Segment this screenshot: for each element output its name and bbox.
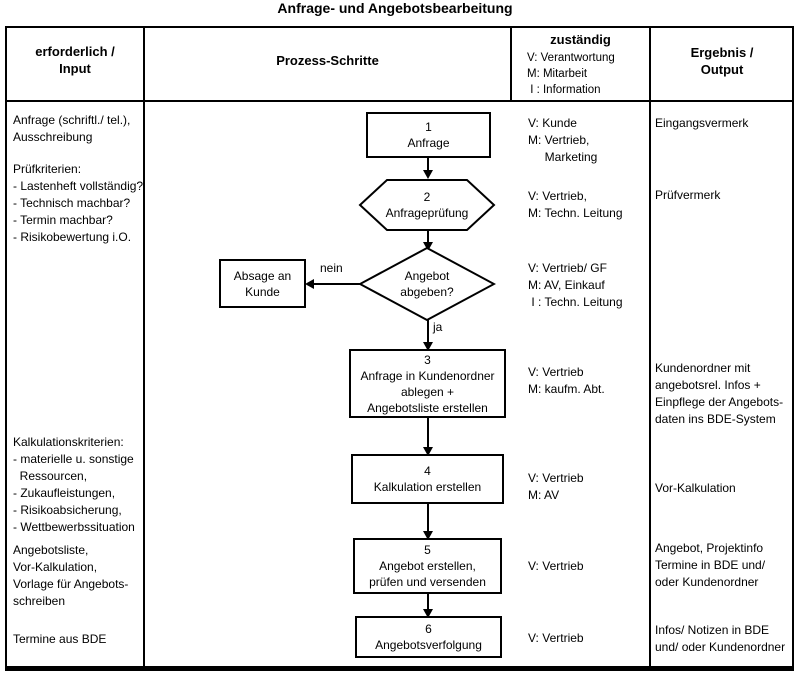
input-note-anfrage: Anfrage (schriftl./ tel.), Ausschreibung bbox=[13, 113, 131, 144]
step-label: Anfrageprüfung bbox=[385, 206, 469, 220]
arrow-down-2-head bbox=[423, 242, 433, 251]
header-output-column: Ergebnis / Output bbox=[690, 45, 754, 77]
input-note-pruefkriterien: Prüfkriterien: - Lastenheft vollständig?… bbox=[13, 162, 144, 244]
arrow-down-5-line bbox=[427, 503, 429, 532]
responsible-step-4: V: Vertrieb M: AV bbox=[528, 471, 584, 502]
output-step-5: Angebot, Projektinfo Termine in BDE und/… bbox=[655, 541, 766, 589]
arrow-down-1-head bbox=[423, 170, 433, 179]
header-responsible-column: zuständig bbox=[550, 32, 611, 47]
column-divider-output bbox=[649, 26, 651, 666]
branch-label-ja: ja bbox=[433, 320, 443, 334]
responsible-step-3: V: Vertrieb M: kaufm. Abt. bbox=[528, 365, 605, 396]
step-label: Angebotsverfolgung bbox=[375, 638, 482, 652]
arrow-down-4-line bbox=[427, 417, 429, 448]
output-step-2: Prüfvermerk bbox=[655, 188, 721, 202]
arrow-down-2-line bbox=[427, 229, 429, 243]
step-number: 3 bbox=[424, 352, 431, 367]
step-number: 4 bbox=[424, 464, 431, 478]
reject-box: Absage an Kunde bbox=[219, 259, 306, 308]
header-divider bbox=[5, 100, 794, 102]
column-divider-responsible-header bbox=[510, 26, 512, 102]
flow-step-5-box: 5 Angebot erstellen, prüfen und versende… bbox=[353, 538, 502, 594]
flow-step-1-box: 1 Anfrage bbox=[366, 112, 491, 158]
arrow-down-4-head bbox=[423, 447, 433, 456]
flow-step-2-text: 2 Anfrageprüfung bbox=[358, 179, 496, 231]
step-label: Anfrage bbox=[407, 136, 450, 150]
arrow-down-5-head bbox=[423, 531, 433, 540]
input-note-termine: Termine aus BDE bbox=[13, 632, 107, 646]
output-step-6: Infos/ Notizen in BDE und/ oder Kundenor… bbox=[655, 623, 786, 654]
arrow-down-3-head bbox=[423, 342, 433, 351]
step-number: 6 bbox=[425, 622, 432, 636]
responsible-decision: V: Vertrieb/ GF M: AV, Einkauf I : Techn… bbox=[528, 261, 623, 309]
flow-step-2-hexagon bbox=[358, 179, 496, 231]
arrow-nein-head bbox=[305, 279, 314, 289]
input-note-angebotsliste: Angebotsliste, Vor-Kalkulation, Vorlage … bbox=[13, 543, 129, 608]
step-label: Angebot erstellen, prüfen und versenden bbox=[369, 559, 486, 589]
header-input-column: erforderlich / Input bbox=[35, 44, 115, 76]
branch-label-nein: nein bbox=[320, 261, 343, 275]
responsible-step-6: V: Vertrieb bbox=[528, 631, 584, 645]
arrow-down-3-line bbox=[427, 319, 429, 343]
output-step-3: Kundenordner mit angebotsrel. Infos + Ei… bbox=[655, 361, 784, 426]
step-number: 2 bbox=[423, 190, 431, 204]
arrow-down-1-line bbox=[427, 157, 429, 171]
flow-step-4-box: 4 Kalkulation erstellen bbox=[351, 454, 504, 504]
page-title: Anfrage- und Angebotsbearbeitung bbox=[277, 0, 513, 16]
step-number: 1 bbox=[425, 120, 432, 134]
output-step-4: Vor-Kalkulation bbox=[655, 481, 736, 495]
table-border bbox=[5, 26, 794, 671]
header-responsible-legend: V: Verantwortung M: Mitarbeit I : Inform… bbox=[527, 52, 615, 96]
column-divider-input bbox=[143, 26, 145, 666]
responsible-step-1: V: Kunde M: Vertrieb, Marketing bbox=[528, 116, 598, 164]
arrow-down-6-line bbox=[427, 593, 429, 610]
flow-step-3-box: 3 Anfrage in Kundenordner ablegen + Ange… bbox=[349, 349, 506, 418]
step-label: Anfrage in Kundenordner ablegen + Angebo… bbox=[360, 368, 495, 415]
arrow-nein-line bbox=[313, 283, 360, 285]
output-step-1: Eingangsvermerk bbox=[655, 116, 749, 130]
header-process-column: Prozess-Schritte bbox=[276, 53, 379, 68]
decision-label: Angebot abgeben? bbox=[400, 269, 454, 299]
arrow-down-6-head bbox=[423, 609, 433, 618]
input-note-kalkulationskriterien: Kalkulationskriterien: - materielle u. s… bbox=[13, 435, 135, 534]
responsible-step-5: V: Vertrieb bbox=[528, 559, 584, 573]
flow-step-6-box: 6 Angebotsverfolgung bbox=[355, 616, 502, 658]
step-label: Kalkulation erstellen bbox=[373, 480, 482, 494]
step-number: 5 bbox=[424, 543, 431, 557]
responsible-step-2: V: Vertrieb, M: Techn. Leitung bbox=[528, 189, 623, 220]
